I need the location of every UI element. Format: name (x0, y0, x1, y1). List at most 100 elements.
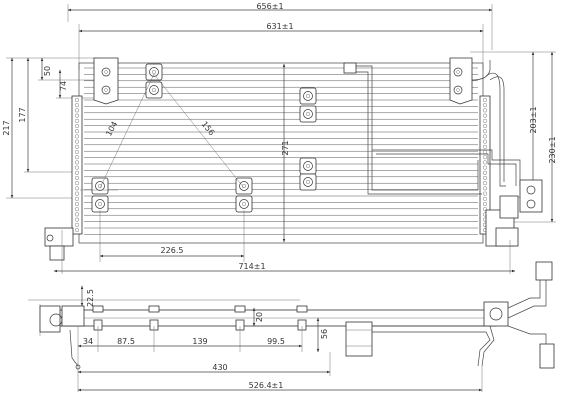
tank-bead (482, 201, 488, 207)
dim-139-label: 139 (192, 337, 207, 346)
tank-bead (74, 118, 80, 123)
tank-bead (482, 97, 488, 103)
mounting-stud (235, 195, 253, 213)
diag-left-label: 104 (104, 120, 119, 138)
tank-bead (74, 170, 80, 175)
mounting-stud (299, 105, 317, 123)
tank-bead (74, 165, 80, 170)
mounting-stud (145, 63, 163, 81)
left-top-bracket (93, 57, 119, 105)
tank-bead (482, 191, 488, 196)
tank-bead (482, 129, 488, 134)
tank-bead (74, 175, 80, 181)
tank-bead (74, 217, 80, 222)
dim-height-left-inner-label: 177 (18, 107, 27, 122)
side-view: 22.5 20 56 34 87.5 139 99.5 430 526.4 (28, 261, 555, 392)
tank-bead (482, 123, 488, 129)
svg-text:20: 20 (255, 312, 264, 322)
dim-core-width: 631±1 (78, 22, 484, 70)
dim-height-left-label: 217 (2, 120, 11, 135)
tank-bead (74, 212, 80, 217)
dim-small-74-label: 74 (59, 81, 68, 91)
diag-right-label: 156 (200, 120, 217, 138)
tank-bead (482, 139, 488, 144)
tank-bead (482, 134, 488, 139)
tank-bead (482, 160, 488, 165)
dim-99-5-label: 99.5 (267, 337, 285, 346)
dim-430-label: 430 (212, 363, 227, 372)
dim-height-left: 217 (2, 57, 100, 199)
tank-bead (482, 170, 488, 175)
tank-bead (482, 186, 488, 191)
receiver-drier (345, 321, 373, 357)
dim-34-label: 34 (83, 337, 93, 346)
tank-bead (74, 97, 80, 103)
side-view-studs (92, 305, 308, 331)
mounting-stud (299, 173, 317, 191)
tank-bead (74, 113, 80, 118)
tank-bead (74, 186, 80, 191)
tank-bead (74, 191, 80, 196)
dim-87-5-label: 87.5 (117, 337, 135, 346)
dim-height-right: 230±1 (470, 51, 557, 223)
tank-bead (482, 113, 488, 118)
dim-small-50-label: 50 (43, 66, 52, 76)
tank-bead (482, 118, 488, 123)
mounting-stud (299, 157, 317, 175)
dim-core-height: 271 (281, 63, 290, 243)
tank-bead (74, 181, 80, 186)
tank-bead (482, 144, 488, 149)
tank-bead (74, 160, 80, 165)
dim-56: 56 (316, 317, 329, 353)
dim-height-left-inner: 177 (18, 57, 80, 173)
dim-core-height-label: 271 (281, 140, 290, 155)
dim-526-label: 526.4±1 (249, 381, 284, 390)
tank-bead (482, 155, 488, 160)
dim-20: 20 (252, 307, 264, 327)
mounting-stud (91, 177, 109, 195)
right-top-bracket (449, 57, 491, 105)
tank-bead (482, 165, 488, 170)
svg-text:56: 56 (320, 329, 329, 339)
tank-bead (74, 149, 80, 155)
tank-bead (74, 123, 80, 129)
dim-core-width-label: 631±1 (266, 22, 293, 31)
refrigerant-pipe (343, 62, 543, 219)
tank-bead (74, 201, 80, 207)
tank-bead (74, 155, 80, 160)
tank-bead (74, 207, 80, 212)
tank-bead (74, 222, 80, 227)
mounting-stud (235, 177, 253, 195)
dim-bottom-width: 714±1 (53, 262, 516, 273)
dim-small-50: 50 (38, 57, 100, 81)
dim-22-5: 22.5 (80, 285, 95, 307)
tank-bead (74, 196, 80, 201)
dim-bracket-span: 226.5 (99, 210, 245, 262)
tank-bead (74, 227, 80, 233)
side-stud (92, 305, 104, 331)
mounting-stud (145, 81, 163, 99)
mounting-stud (299, 87, 317, 105)
tank-bead (74, 134, 80, 139)
dim-chain: 34 87.5 139 99.5 430 526.4±1 (77, 326, 483, 392)
dim-bottom-width-label: 714±1 (238, 262, 265, 271)
tank-bead (74, 103, 80, 108)
tank-bead (74, 129, 80, 134)
tank-bead (482, 196, 488, 201)
dim-bracket-span-label: 226.5 (161, 246, 184, 255)
right-header-tank (479, 95, 519, 274)
mounting-stud (91, 195, 109, 213)
tank-bead (74, 108, 80, 113)
tank-bead (74, 144, 80, 149)
dim-overall-width: 656±1 (67, 2, 493, 50)
front-view: 656±1 631±1 217 177 50 74 (2, 2, 557, 274)
dim-height-right-inner-label: 203±1 (529, 106, 538, 133)
core-fins (84, 67, 478, 235)
tank-bead (482, 181, 488, 186)
dim-height-right-label: 230±1 (548, 136, 557, 163)
left-header-tank (44, 95, 83, 274)
mounting-studs (91, 63, 317, 213)
tank-bead (74, 139, 80, 144)
dim-overall-width-label: 656±1 (256, 2, 283, 11)
